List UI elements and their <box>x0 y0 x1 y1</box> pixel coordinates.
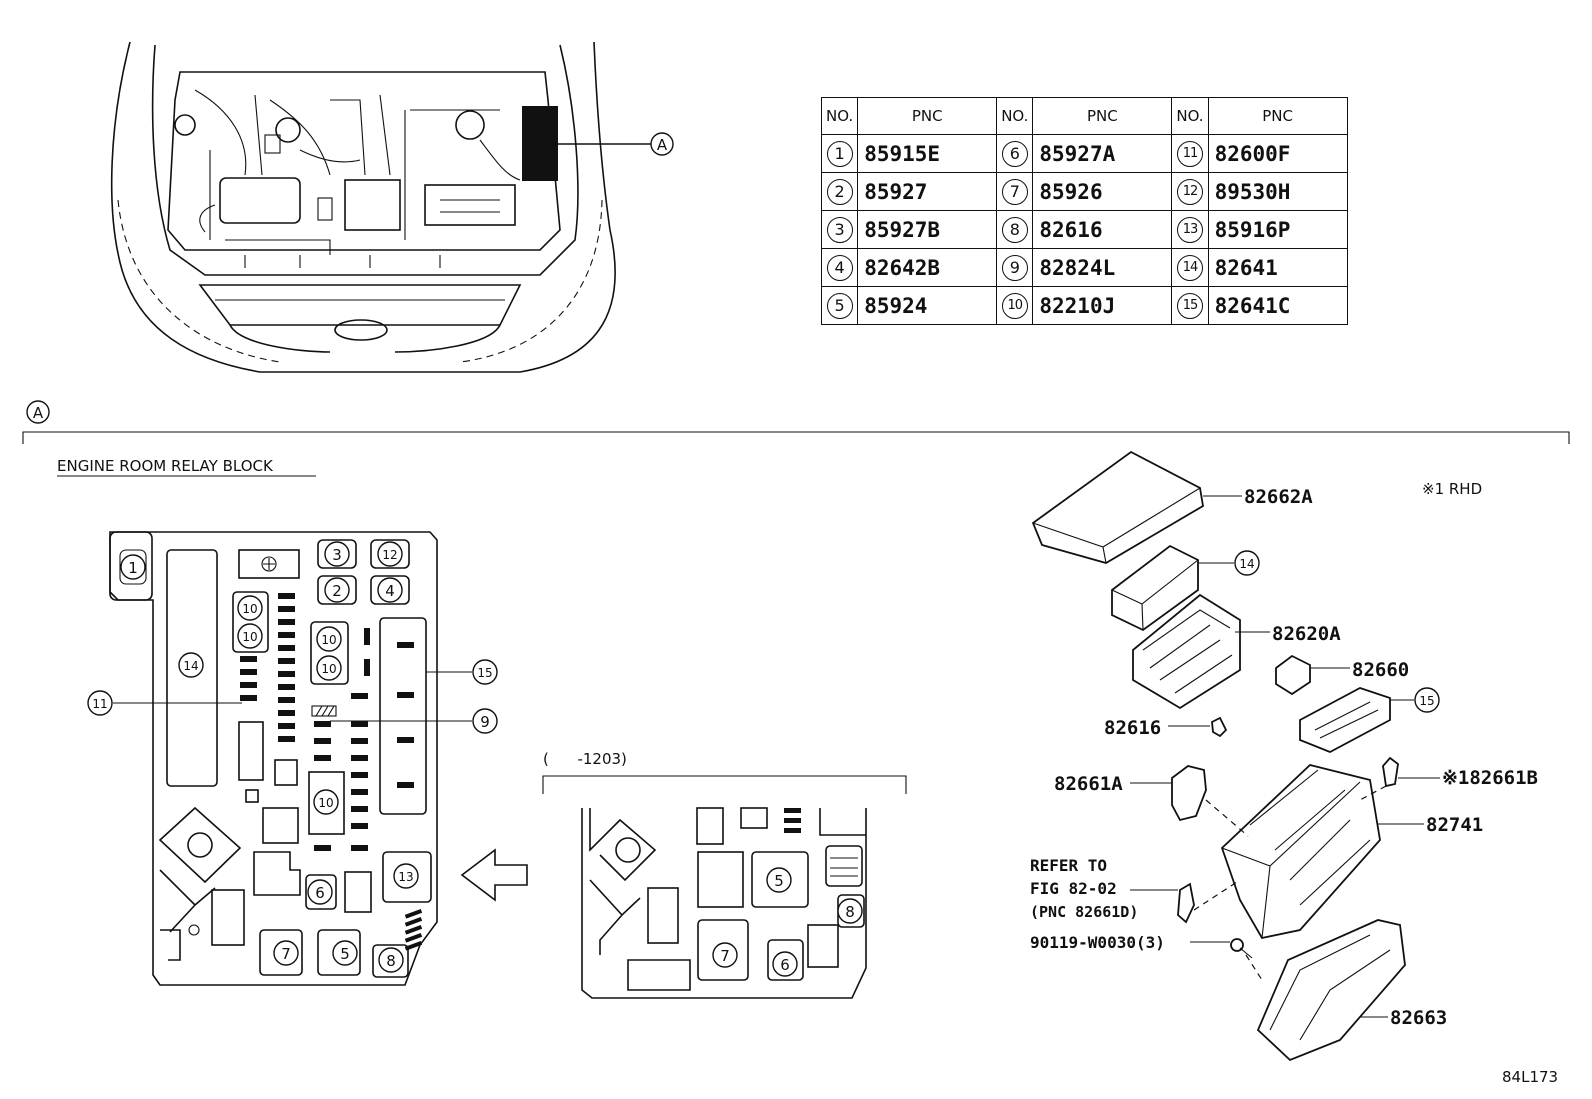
item-number: 12 <box>1176 178 1203 205</box>
item-number: 14 <box>1176 254 1203 281</box>
item-number: 3 <box>826 216 853 243</box>
pnc-cell: 82210J <box>1032 286 1173 325</box>
svg-text:4: 4 <box>385 582 395 600</box>
svg-text:REFER TO: REFER TO <box>1030 856 1107 875</box>
item-number: 9 <box>1001 254 1028 281</box>
svg-text:82661A: 82661A <box>1054 773 1123 795</box>
relay-block-plan <box>109 531 438 986</box>
svg-text:FIG 82-02: FIG 82-02 <box>1030 879 1117 898</box>
svg-text:A: A <box>33 404 44 422</box>
rhd-note: ※1 RHD <box>1422 480 1482 498</box>
pnc-table: NO. PNC NO. PNC NO. PNC 1 85915E 6 85927… <box>820 97 1348 325</box>
svg-text:3: 3 <box>332 546 342 564</box>
svg-text:82620A: 82620A <box>1272 623 1341 645</box>
pnc-cell: 85924 <box>857 286 998 325</box>
pnc-cell: 85927B <box>857 210 998 249</box>
svg-text:10: 10 <box>318 796 333 810</box>
pnc-cell: 89530H <box>1207 172 1348 211</box>
svg-text:11: 11 <box>92 697 107 711</box>
item-number: 1 <box>826 140 853 167</box>
svg-text:10: 10 <box>242 630 257 644</box>
svg-text:1: 1 <box>128 559 138 577</box>
svg-text:10: 10 <box>321 662 336 676</box>
header-no: NO. <box>996 97 1034 135</box>
svg-text:10: 10 <box>242 602 257 616</box>
item-number: 11 <box>1176 140 1203 167</box>
relay-block-alt-numbers: 5 8 7 6 <box>712 867 863 977</box>
svg-text:82663: 82663 <box>1390 1007 1447 1029</box>
pnc-cell: 85926 <box>1032 172 1173 211</box>
svg-text:7: 7 <box>720 947 730 965</box>
item-number: 5 <box>826 292 853 319</box>
svg-text:6: 6 <box>315 884 325 902</box>
table-row: 4 82642B 9 82824L 14 82641 <box>820 248 1348 287</box>
svg-text:90119-W0030(3): 90119-W0030(3) <box>1030 933 1165 952</box>
svg-text:8: 8 <box>845 903 855 921</box>
svg-text:※182661B: ※182661B <box>1442 767 1538 789</box>
pnc-cell: 82824L <box>1032 248 1173 287</box>
svg-text:82660: 82660 <box>1352 659 1409 681</box>
svg-text:6: 6 <box>780 956 790 974</box>
section-title: ENGINE ROOM RELAY BLOCK <box>57 457 274 475</box>
pnc-cell: 85915E <box>857 134 998 173</box>
svg-text:(PNC 82661D): (PNC 82661D) <box>1030 903 1138 921</box>
callout-a-top: A <box>650 132 674 156</box>
table-row: 1 85915E 6 85927A 11 82600F <box>820 134 1348 173</box>
header-pnc: PNC <box>857 97 998 135</box>
relay-block-alt <box>581 807 867 999</box>
svg-text:10: 10 <box>321 633 336 647</box>
svg-text:2: 2 <box>332 582 342 600</box>
table-row: 5 85924 10 82210J 15 82641C <box>820 286 1348 325</box>
date-range-label: ( -1203) <box>543 750 627 768</box>
pnc-cell: 85927 <box>857 172 998 211</box>
table-row: 2 85927 7 85926 12 89530H <box>820 172 1348 211</box>
svg-text:14: 14 <box>1239 557 1254 571</box>
header-pnc: PNC <box>1207 97 1348 135</box>
item-number: 15 <box>1176 292 1203 319</box>
svg-text:14: 14 <box>183 659 198 673</box>
item-number: 8 <box>1001 216 1028 243</box>
pnc-table-header: NO. PNC NO. PNC NO. PNC <box>820 97 1348 135</box>
item-number: 2 <box>826 178 853 205</box>
svg-text:5: 5 <box>340 945 350 963</box>
svg-text:82741: 82741 <box>1426 814 1483 836</box>
item-number: 7 <box>1001 178 1028 205</box>
svg-text:15: 15 <box>477 666 492 680</box>
svg-text:12: 12 <box>382 548 397 562</box>
figure-code: 84L173 <box>1502 1068 1558 1086</box>
table-row: 3 85927B 8 82616 13 85916P <box>820 210 1348 249</box>
engine-bay-illustration <box>110 41 652 373</box>
pnc-cell: 82600F <box>1207 134 1348 173</box>
svg-text:82662A: 82662A <box>1244 486 1313 508</box>
exploded-labels: 82662A 14 82620A 82660 15 82616 82661A ※… <box>1030 486 1538 1029</box>
detail-frame: A <box>22 400 1570 444</box>
item-number: 4 <box>826 254 853 281</box>
svg-text:7: 7 <box>281 945 291 963</box>
header-pnc: PNC <box>1032 97 1173 135</box>
fuse-column-2 <box>314 628 370 851</box>
svg-text:13: 13 <box>398 870 413 884</box>
svg-text:8: 8 <box>386 952 396 970</box>
exploded-view <box>1031 450 1440 1062</box>
fuse-column-1 <box>240 593 295 742</box>
header-no: NO. <box>1171 97 1209 135</box>
pnc-cell: 82641C <box>1207 286 1348 325</box>
pnc-cell: 82642B <box>857 248 998 287</box>
item-number: 6 <box>1001 140 1028 167</box>
svg-text:15: 15 <box>1419 694 1434 708</box>
svg-text:9: 9 <box>480 713 490 731</box>
relay-block-numbers: 1 3 12 2 4 10 10 10 10 10 14 6 13 7 5 8 … <box>87 541 498 973</box>
svg-text:A: A <box>657 136 668 154</box>
svg-text:5: 5 <box>774 872 784 890</box>
header-no: NO. <box>820 97 859 135</box>
svg-text:82616: 82616 <box>1104 717 1161 739</box>
item-number: 13 <box>1176 216 1203 243</box>
item-number: 10 <box>1001 292 1028 319</box>
direction-arrow <box>460 848 528 902</box>
pnc-cell: 85916P <box>1207 210 1348 249</box>
pnc-cell: 82641 <box>1207 248 1348 287</box>
pnc-cell: 85927A <box>1032 134 1173 173</box>
pnc-cell: 82616 <box>1032 210 1173 249</box>
